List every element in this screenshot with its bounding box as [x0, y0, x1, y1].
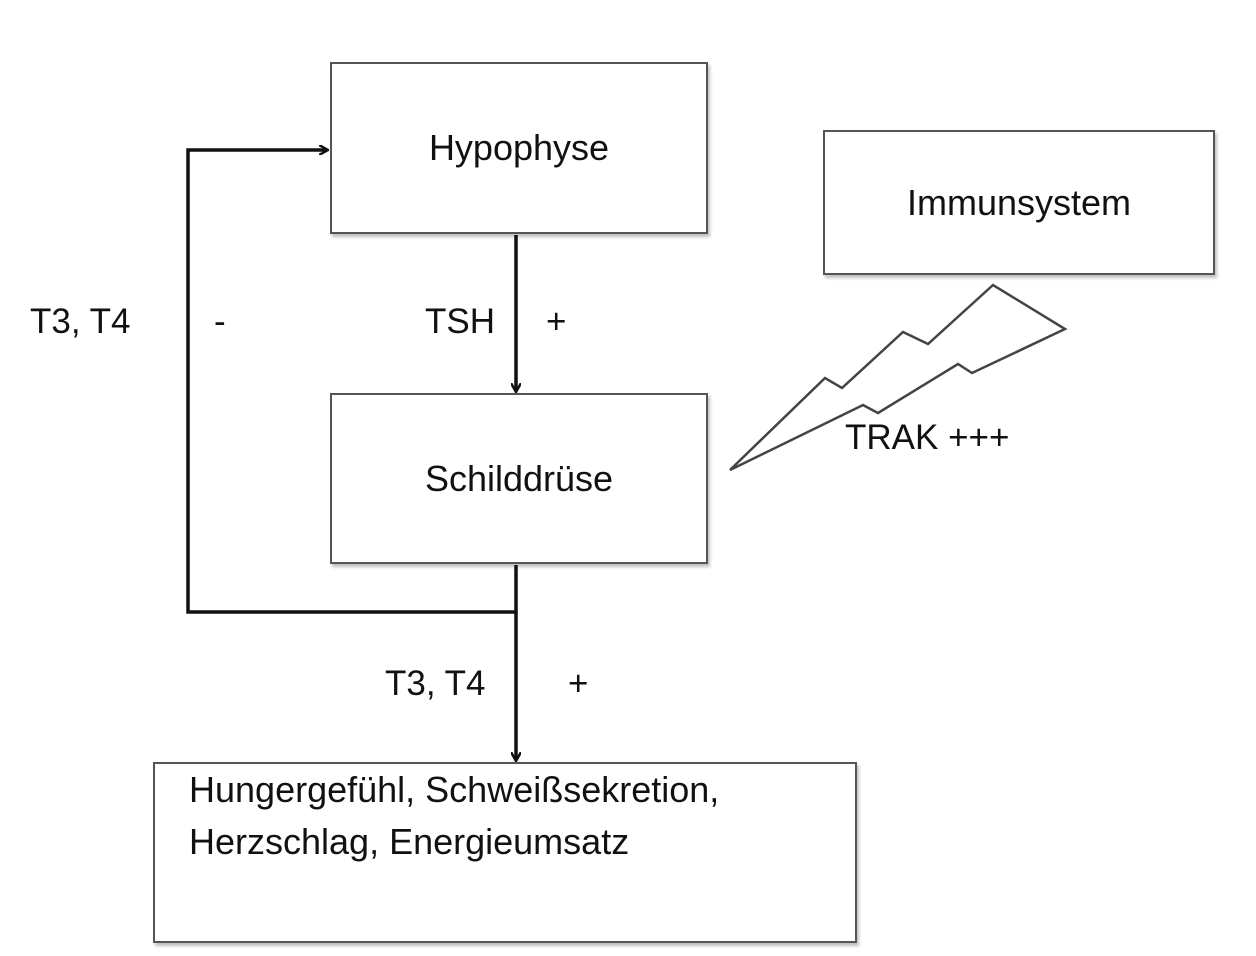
tsh-label: TSH	[425, 302, 495, 341]
output-sign: +	[568, 664, 589, 703]
schilddruese-box: Schilddrüse	[330, 393, 708, 564]
tsh-sign: +	[546, 302, 567, 341]
feedback-arrow	[186, 150, 518, 614]
schilddruese-label: Schilddrüse	[424, 457, 614, 499]
feedback-label: T3, T4	[30, 302, 131, 341]
lightning-bolt-icon	[729, 283, 1068, 472]
effects-line-2: Herzschlag, Energieumsatz	[189, 821, 630, 862]
hypophyse-label: Hypophyse	[428, 127, 610, 168]
trak-label: TRAK +++	[845, 418, 1010, 457]
output-label: T3, T4	[385, 664, 486, 703]
immunsystem-label: Immunsystem	[906, 181, 1132, 223]
effects-line-1: Hungergefühl, Schweißsekretion,	[189, 769, 720, 810]
feedback-sign: -	[214, 302, 226, 341]
effects-box: Hungergefühl, Schweißsekretion, Herzschl…	[153, 762, 857, 943]
immunsystem-box: Immunsystem	[823, 130, 1215, 275]
hypophyse-box: Hypophyse	[330, 62, 708, 234]
